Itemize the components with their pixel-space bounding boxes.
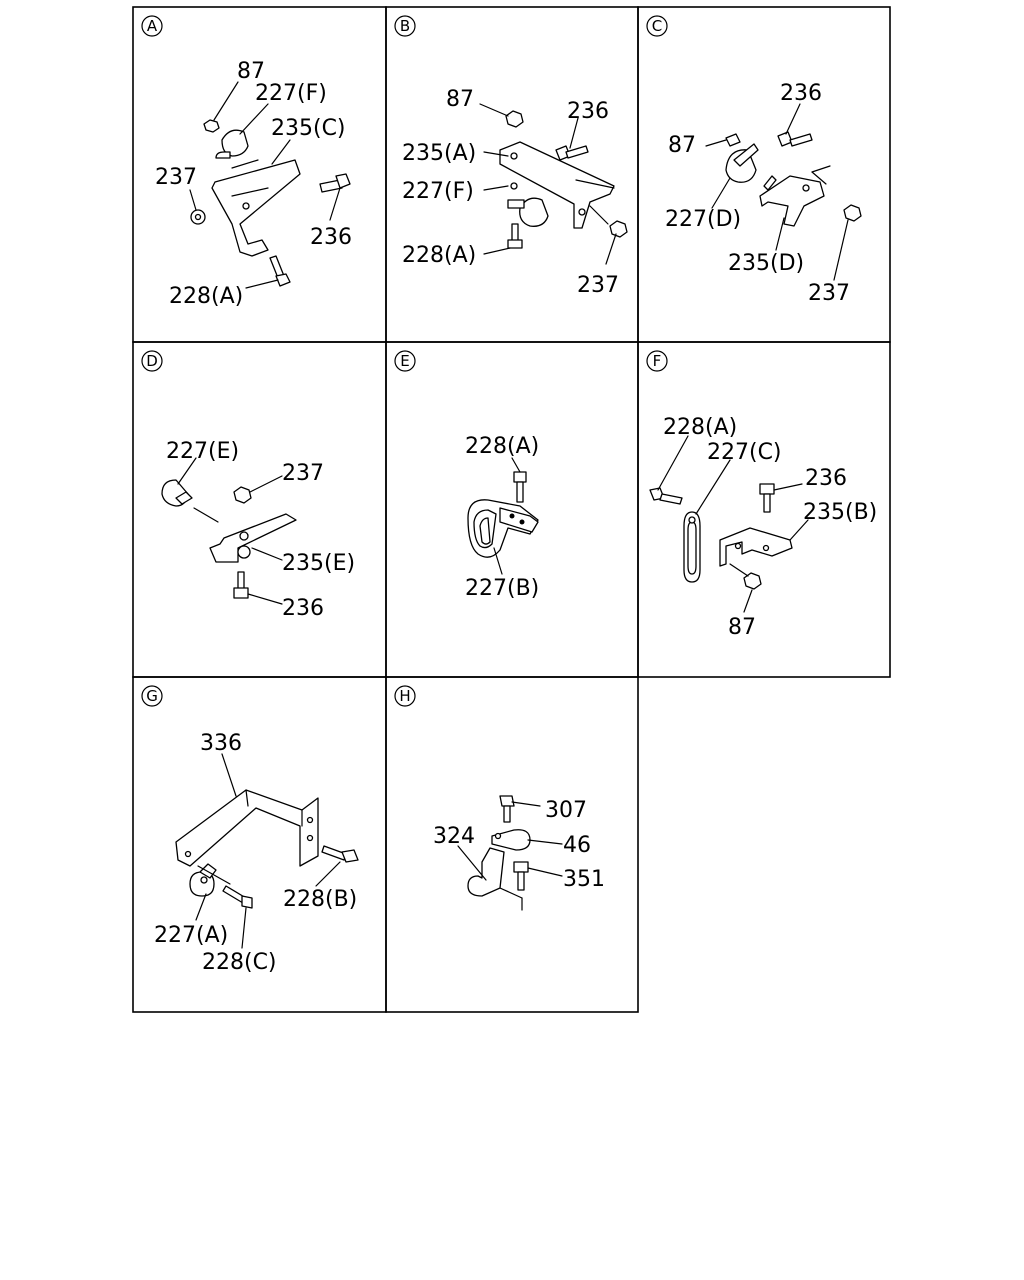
panel-d: D 227(E) 237 235(E) 236 bbox=[141, 350, 355, 621]
panel-b: B 87 236 235(A) 227(F) 228(A) 237 bbox=[394, 15, 628, 298]
callout-351: 351 bbox=[563, 867, 605, 892]
callout-227f: 227(F) bbox=[255, 81, 327, 106]
panel-c: C 236 87 227(D) 235(D) 237 bbox=[646, 15, 862, 306]
callout-87: 87 bbox=[446, 87, 474, 112]
callout-228c: 228(C) bbox=[202, 950, 277, 975]
callout-236: 236 bbox=[780, 81, 822, 106]
callout-228a: 228(A) bbox=[169, 284, 243, 309]
callout-227c: 227(C) bbox=[707, 440, 782, 465]
callout-236: 236 bbox=[282, 596, 324, 621]
callout-236: 236 bbox=[310, 225, 352, 250]
panel-letter: C bbox=[652, 17, 662, 35]
callout-227f: 227(F) bbox=[402, 179, 474, 204]
callout-336: 336 bbox=[200, 731, 242, 756]
panel-letter: H bbox=[399, 687, 410, 705]
panel-frames bbox=[132, 6, 891, 1013]
callout-236: 236 bbox=[805, 466, 847, 491]
panel-h: H 307 324 46 351 bbox=[394, 685, 605, 911]
callout-227e: 227(E) bbox=[166, 439, 239, 464]
callout-235d: 235(D) bbox=[728, 251, 804, 276]
panel-letter: F bbox=[653, 352, 662, 370]
callout-87: 87 bbox=[668, 133, 696, 158]
panel-a: A 87 227(F) 235(C) 237 236 228(A) bbox=[141, 15, 352, 309]
callout-227d: 227(D) bbox=[665, 207, 741, 232]
panel-letter: A bbox=[147, 17, 158, 35]
callout-228b: 228(B) bbox=[283, 887, 357, 912]
callout-228a: 228(A) bbox=[465, 434, 539, 459]
callout-228a: 228(A) bbox=[663, 415, 737, 440]
callout-46: 46 bbox=[563, 833, 591, 858]
panel-letter: E bbox=[400, 352, 409, 370]
callout-235b: 235(B) bbox=[803, 500, 877, 525]
callout-235c: 235(C) bbox=[271, 116, 346, 141]
callout-237: 237 bbox=[155, 165, 197, 190]
callout-235e: 235(E) bbox=[282, 551, 355, 576]
callout-236: 236 bbox=[567, 99, 609, 124]
callout-87: 87 bbox=[237, 59, 265, 84]
callout-307: 307 bbox=[545, 798, 587, 823]
panel-g: G 336 228(B) 227(A) 228(C) bbox=[141, 685, 359, 975]
callout-237: 237 bbox=[282, 461, 324, 486]
panel-letter: B bbox=[400, 17, 410, 35]
callout-87: 87 bbox=[728, 615, 756, 640]
panel-letter: G bbox=[146, 687, 158, 705]
panel-f: F 228(A) 227(C) 236 235(B) 87 bbox=[646, 350, 877, 640]
panel-letter: D bbox=[146, 352, 158, 370]
callout-324: 324 bbox=[433, 824, 475, 849]
panel-e: E 228(A) 227(B) bbox=[394, 350, 539, 601]
callout-235a: 235(A) bbox=[402, 141, 476, 166]
callout-228a: 228(A) bbox=[402, 243, 476, 268]
callout-227a: 227(A) bbox=[154, 923, 228, 948]
callout-237: 237 bbox=[808, 281, 850, 306]
callout-237: 237 bbox=[577, 273, 619, 298]
callout-227b: 227(B) bbox=[465, 576, 539, 601]
